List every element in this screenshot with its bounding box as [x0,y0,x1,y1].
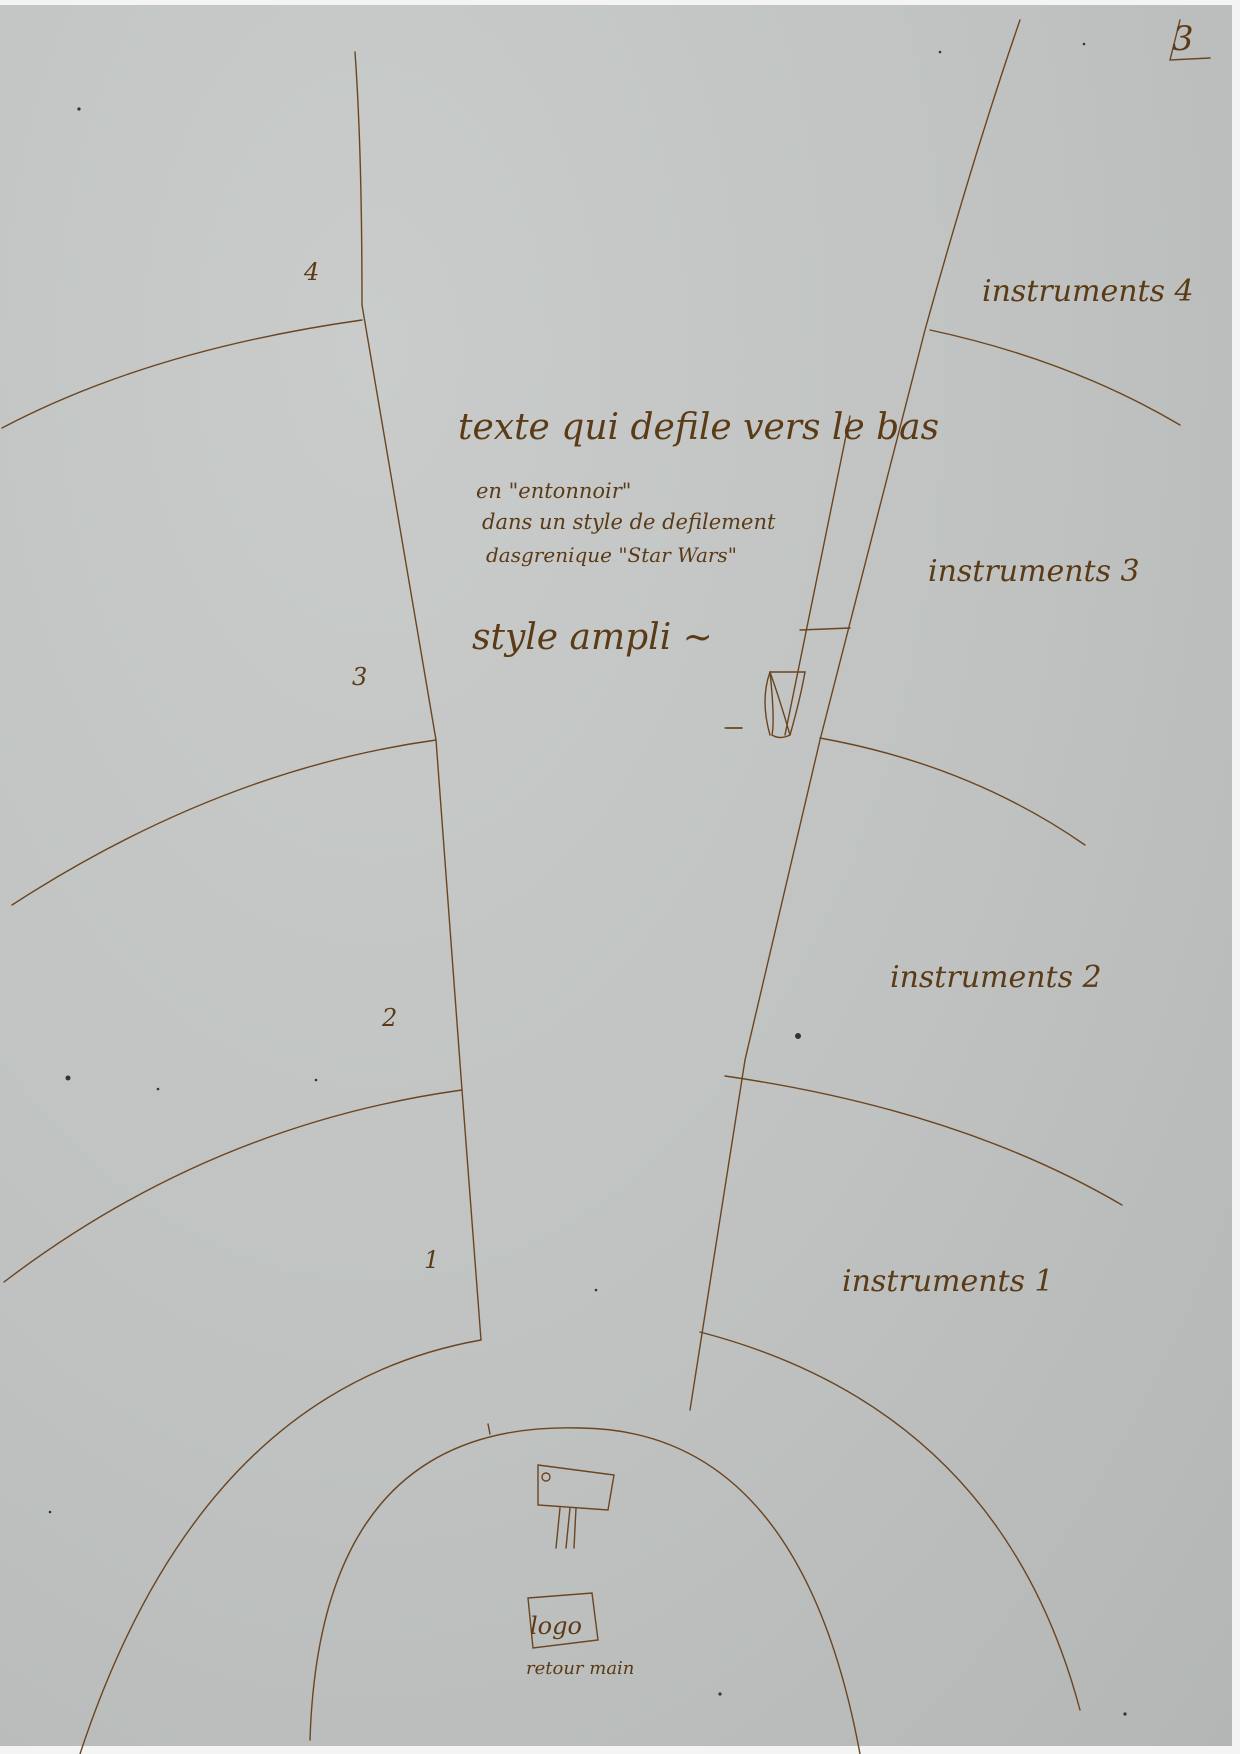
scan-edge-top [0,0,1240,5]
right-arc-1 [699,1331,1081,1711]
right-arc-2 [724,1075,1123,1206]
instruments-label-3: instruments 3 [928,554,1140,589]
scroll-text-note-3: dasgrenique "Star Wars" [486,543,737,567]
funnel-left-line [354,51,482,1341]
stage-device-icon [537,1464,615,1511]
left-arc-4 [1,319,363,429]
scroll-text-note-2: dans un style de defilement [482,510,776,534]
left-zone-number-4: 4 [304,258,320,286]
page-number: 3 [1172,19,1194,59]
return-main-label: retour main [526,1658,635,1679]
logo-flag-icon [527,1592,599,1649]
left-arc-3 [11,739,437,906]
scroll-text-note-1: en "entonnoir" [476,479,632,503]
style-note: style ampli ~ [472,617,713,658]
scan-edge-right [1232,0,1240,1754]
left-zone-number-3: 3 [352,663,368,691]
instruments-label-2: instruments 2 [890,960,1102,995]
scroll-text-heading: texte qui defile vers le bas [458,407,940,448]
left-arc-1 [79,1339,482,1754]
funnel-right-line [689,19,1021,1411]
scan-edge-bottom [0,1746,1240,1754]
left-zone-number-2: 2 [382,1004,398,1032]
right-arc-4 [929,329,1181,426]
down-arrow-icon [784,415,851,736]
instruments-label-1: instruments 1 [842,1264,1054,1299]
left-arc-2 [3,1089,463,1283]
logo-label: logo [530,1612,582,1640]
left-zone-number-1: 1 [424,1246,440,1274]
amp-sketch-icon [769,671,806,739]
stage-arc [309,1427,861,1754]
instruments-label-4: instruments 4 [982,274,1194,309]
right-arc-3 [819,737,1086,846]
